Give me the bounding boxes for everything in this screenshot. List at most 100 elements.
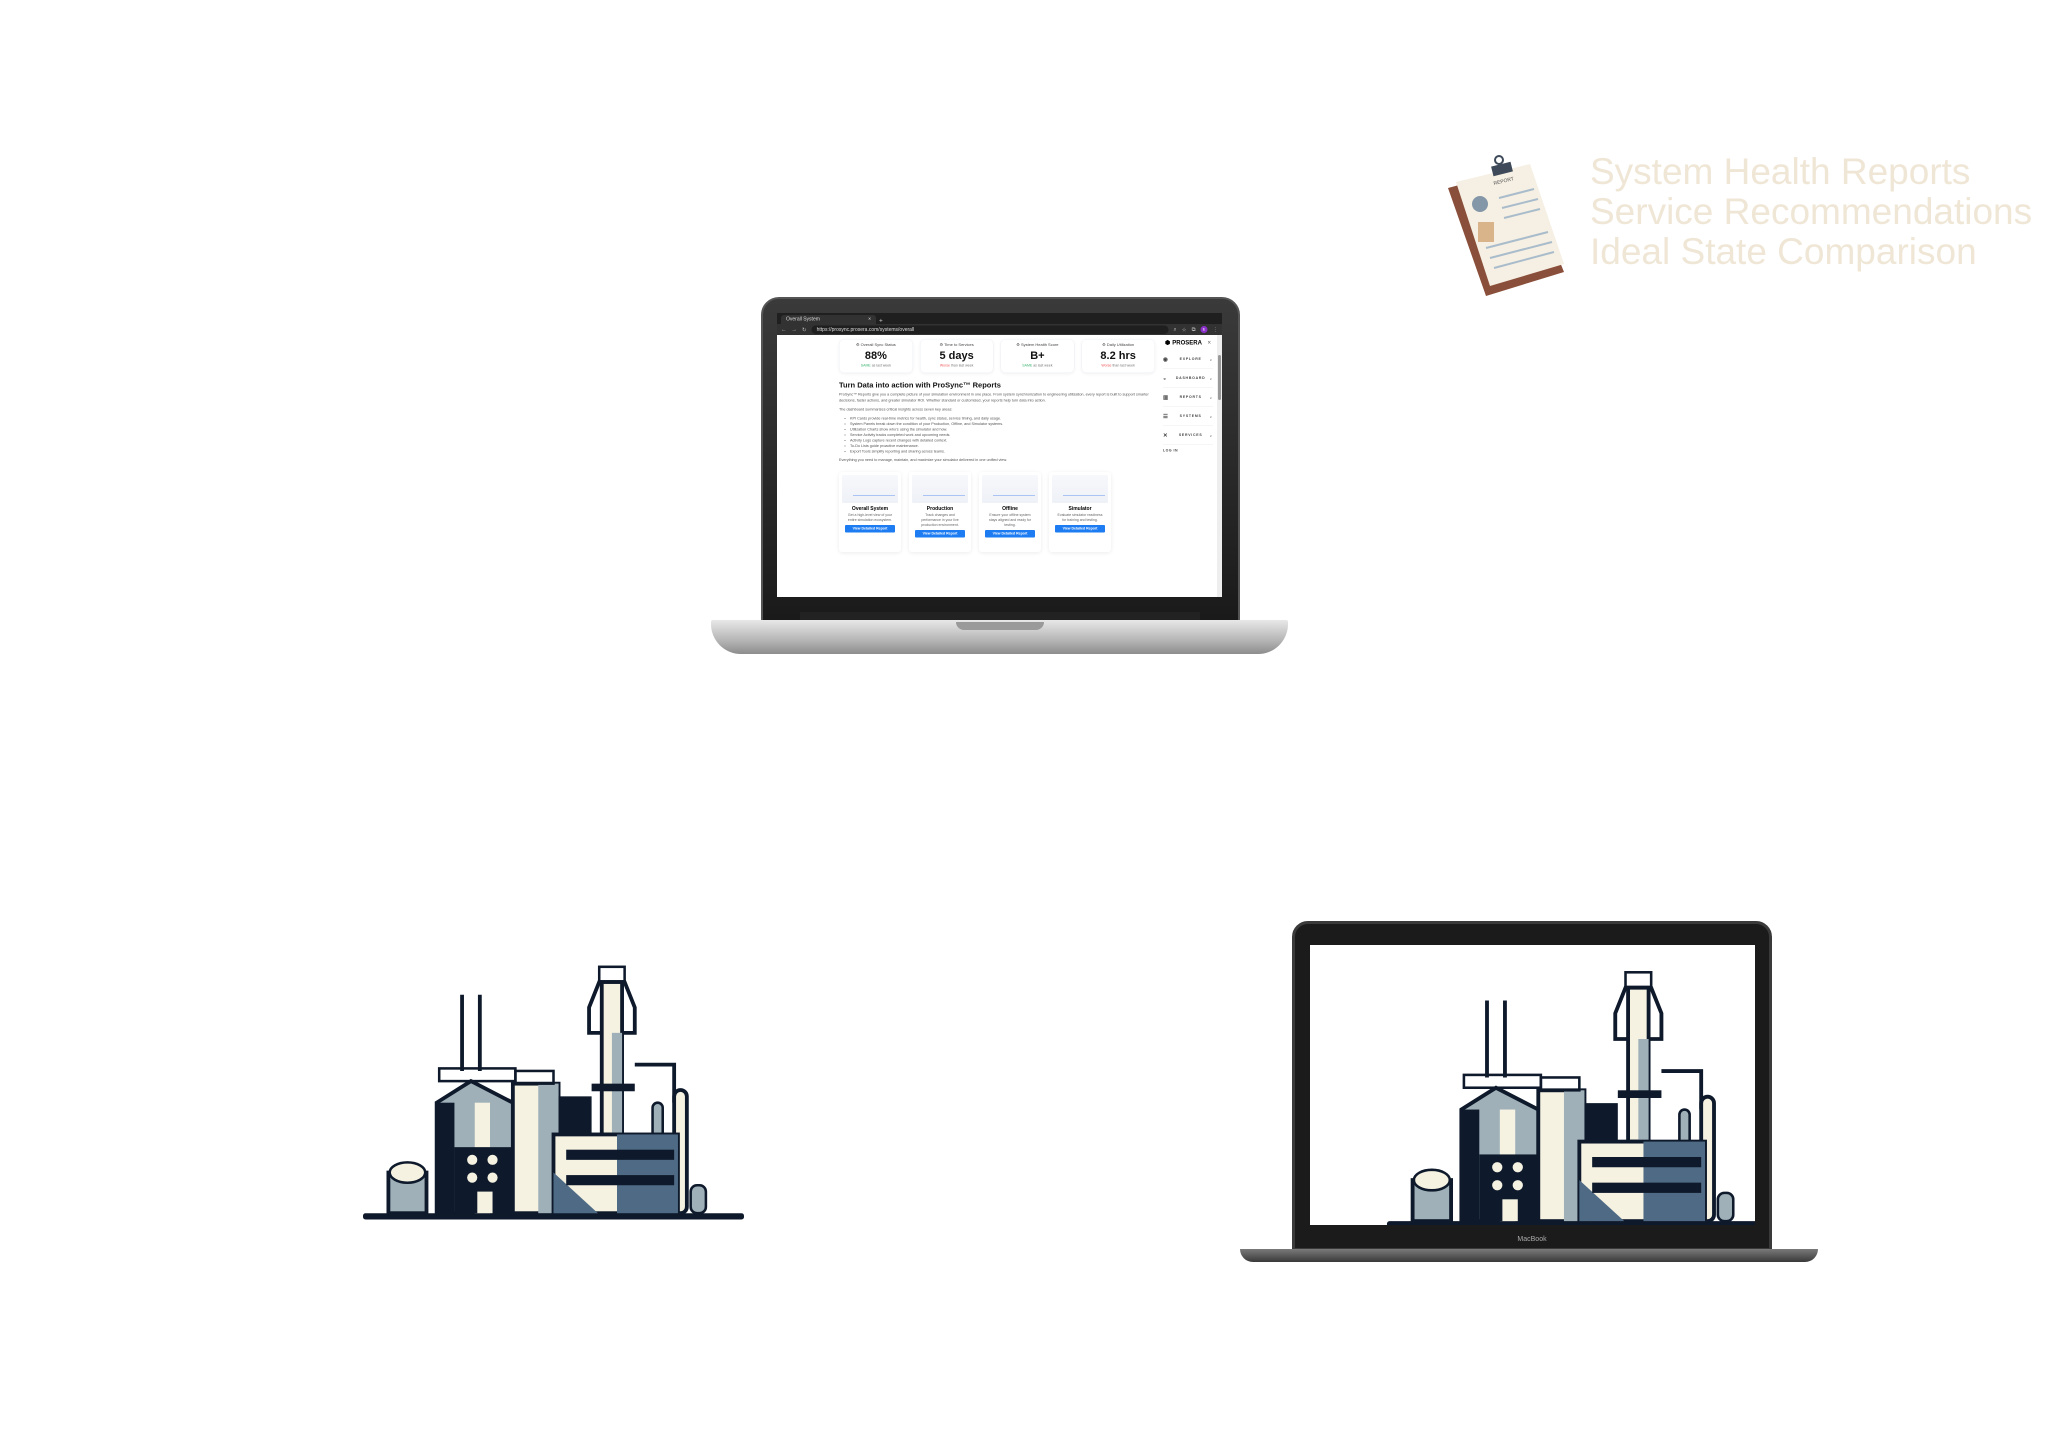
scrollbar[interactable] xyxy=(1217,335,1222,597)
intro-text: ProSync™ Reports give you a complete pic… xyxy=(839,392,1149,403)
url-input[interactable]: https://prosync.prosera.com/systems/over… xyxy=(811,325,1169,334)
list-item: Activity Logs capture recent changes wit… xyxy=(850,438,1155,444)
kpi-change-text: as last week xyxy=(871,364,891,368)
kpi-value: 8.2 hrs xyxy=(1100,349,1136,362)
close-icon[interactable]: × xyxy=(1207,339,1211,346)
sidebar-item-dashboard[interactable]: ◒DASHBOARD⌄ xyxy=(1163,369,1213,388)
chevron-down-icon: ⌄ xyxy=(1209,414,1213,419)
prosera-logo-icon: ⬢ xyxy=(1165,339,1171,346)
login-link[interactable]: LOG IN xyxy=(1163,449,1179,453)
feature-service-recommendations: Service Recommendations xyxy=(1590,191,2033,232)
sidebar-item-systems[interactable]: ☰ SYSTEMS ⌄ xyxy=(1163,407,1213,426)
report-thumbnail xyxy=(1052,475,1108,503)
kpi-change: Worse xyxy=(939,364,950,368)
new-tab-icon[interactable]: + xyxy=(879,316,883,325)
sidebar: ⬢PROSERA× ◉EXPLORE⌄◒DASHBOARD⌄▥REPORTS⌄☰… xyxy=(1160,335,1216,597)
report-thumbnail xyxy=(982,475,1038,503)
kpi-value: 88% xyxy=(864,349,887,362)
view-report-button[interactable]: View Detailed Report xyxy=(845,525,895,533)
sidebar-item-explore[interactable]: ◉EXPLORE⌄ xyxy=(1163,350,1213,369)
feature-system-health: System Health Reports xyxy=(1590,151,1971,192)
kpi-icon: ⚙ xyxy=(1016,342,1020,348)
card-title: Overall System xyxy=(851,506,889,512)
list-item: KPI Cards provide real-time metrics for … xyxy=(850,416,1155,422)
kpi-title: Daily Utilization xyxy=(1106,342,1135,348)
card-title: Offline xyxy=(1002,506,1018,512)
tab-bar: Overall System × + xyxy=(777,313,1222,324)
sidebar-item-services[interactable]: ✕ SERVICES ⌄ xyxy=(1163,426,1213,445)
kpi-icon: ⚙ xyxy=(1102,342,1106,348)
lead-text: The dashboard summarizes critical insigh… xyxy=(839,407,953,412)
gauge-icon: ◒ xyxy=(1163,375,1168,382)
card-title: Simulator xyxy=(1068,506,1092,512)
brand-logo[interactable]: ⬢PROSERA × xyxy=(1160,335,1216,350)
extensions-icon[interactable]: ⧉ xyxy=(1191,326,1196,333)
sidebar-item-label: SYSTEMS xyxy=(1179,414,1202,419)
page-heading: Turn Data into action with ProSync™ Repo… xyxy=(839,381,1001,390)
kpi-change: Worse xyxy=(1101,364,1112,368)
kpi-title: System Health Score xyxy=(1020,342,1059,348)
chevron-down-icon: ⌄ xyxy=(1209,395,1213,400)
kpi-title: Overall Sync Status xyxy=(860,342,896,348)
back-icon[interactable]: ← xyxy=(781,326,787,333)
list-item: To-Do Lists guide proactive maintenance. xyxy=(850,443,1155,449)
kpi-change: SAME xyxy=(860,364,871,368)
feature-ideal-state: Ideal State Comparison xyxy=(1590,231,1977,272)
factory-illustration-screen xyxy=(1310,945,1755,1225)
brand-name: PROSERA xyxy=(1172,339,1202,346)
list-item: System Panels break down the condition o… xyxy=(850,421,1155,427)
card-description: Ensure your offline system stays aligned… xyxy=(988,513,1032,528)
view-report-button[interactable]: View Detailed Report xyxy=(915,530,965,538)
chart-icon: ▥ xyxy=(1163,394,1169,401)
zoom-icon[interactable]: ⌕ xyxy=(1173,326,1177,333)
card-description: Evaluate simulator readiness for trainin… xyxy=(1057,513,1103,523)
kpi-title: Time to Services xyxy=(944,342,974,348)
macbook-label: MacBook xyxy=(1517,1236,1547,1243)
laptop-screen: Overall System × + ← → ↻ https://prosync.pr… xyxy=(777,313,1222,597)
view-report-button[interactable]: View Detailed Report xyxy=(1055,525,1105,533)
kpi-icon: ⚙ xyxy=(855,342,860,348)
list-item: Service Activity tracks completed work a… xyxy=(850,432,1155,438)
report-thumbnail xyxy=(842,475,898,503)
tab-title: Overall System xyxy=(786,316,820,323)
report-clipboard-icon: REPORT xyxy=(1448,155,1564,296)
sidebar-item-label: REPORTS xyxy=(1179,395,1202,400)
laptop-hinge xyxy=(800,612,1200,622)
sidebar-item-label: SERVICES xyxy=(1178,433,1203,438)
clipboard-label: REPORT xyxy=(1493,176,1515,187)
star-icon[interactable]: ☆ xyxy=(1181,326,1187,333)
feature-list: KPI Cards provide real-time metrics for … xyxy=(839,416,1155,455)
view-report-button[interactable]: View Detailed Report xyxy=(985,530,1035,538)
kpi-change-text: as last week xyxy=(1033,364,1053,368)
menu-icon[interactable]: ⋮ xyxy=(1212,326,1219,333)
profile-avatar[interactable]: E xyxy=(1200,326,1208,333)
closing-text: Everything you need to manage, maintain,… xyxy=(839,457,1008,463)
list-item: Export Tools simplify reporting and shar… xyxy=(850,449,1155,455)
kpi-change: SAME xyxy=(1022,364,1033,368)
forward-icon[interactable]: → xyxy=(791,326,798,333)
sidebar-item-reports[interactable]: ▥ REPORTS ⌄ xyxy=(1163,388,1213,407)
chevron-down-icon: ⌄ xyxy=(1209,433,1213,438)
browser-tab[interactable]: Overall System × xyxy=(781,315,876,324)
list-icon: ☰ xyxy=(1163,413,1169,420)
card-description: Track changes and performance in your li… xyxy=(921,513,959,528)
kpi-value: B+ xyxy=(1030,349,1045,362)
kpi-value: 5 days xyxy=(939,349,974,362)
list-item: Utilization Charts show who's using the … xyxy=(850,427,1155,433)
kpi-icon: ⚙ xyxy=(939,342,944,348)
factory-illustration xyxy=(363,954,744,1226)
address-bar-row: ← → ↻ https://prosync.prosera.com/systems/… xyxy=(777,324,1222,335)
tools-icon: ✕ xyxy=(1163,432,1169,439)
laptop-base xyxy=(711,620,1288,654)
close-tab-icon[interactable]: × xyxy=(868,316,871,323)
reload-icon[interactable]: ↻ xyxy=(802,326,807,333)
compass-icon: ◉ xyxy=(1163,356,1169,363)
sidebar-item-label: EXPLORE xyxy=(1179,357,1202,362)
kpi-change-text: than last week xyxy=(1112,364,1135,368)
